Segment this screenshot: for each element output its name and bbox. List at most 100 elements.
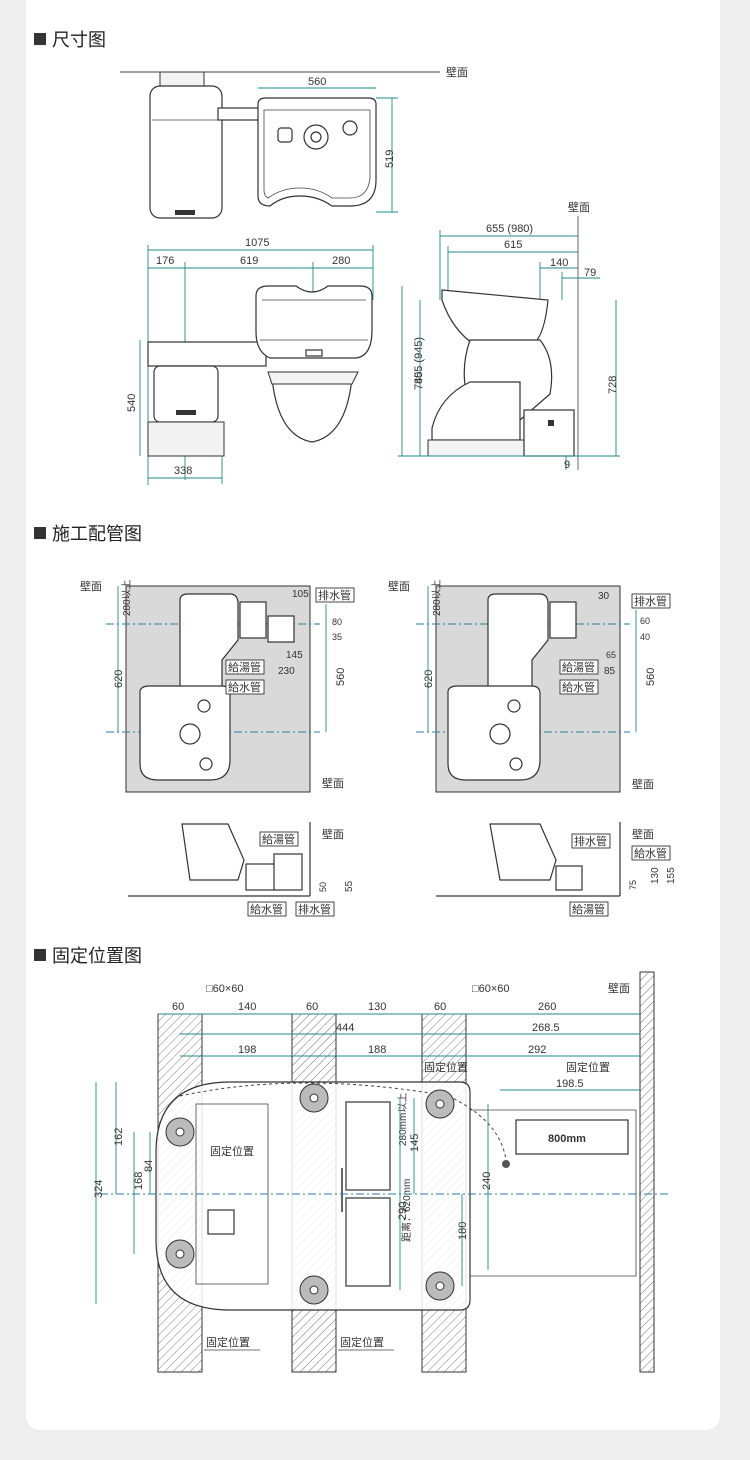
fix-label-top1: 固定位置 bbox=[424, 1060, 468, 1074]
dim-fix-162: 162 bbox=[113, 1128, 125, 1146]
dim-fix-60b: 60 bbox=[306, 1001, 318, 1013]
dim-fix-168: 168 bbox=[133, 1172, 145, 1190]
dim-75: 75 bbox=[628, 880, 638, 890]
dim-280: 280 bbox=[332, 255, 350, 267]
fix-label-bottom2: 固定位置 bbox=[340, 1335, 384, 1349]
dim-30: 30 bbox=[598, 591, 610, 602]
dim-1075: 1075 bbox=[245, 237, 269, 249]
square-label-1: □60×60 bbox=[206, 983, 244, 995]
min280-label-r: 280以上 bbox=[431, 579, 443, 616]
800mm-label: 800mm bbox=[548, 1133, 586, 1145]
wall-label-pr2: 壁面 bbox=[632, 777, 654, 791]
dim-338: 338 bbox=[174, 465, 192, 477]
dim-540: 540 bbox=[126, 394, 138, 412]
dim-fix-188: 188 bbox=[368, 1044, 386, 1056]
top-view-drawing: 壁面 560 519 bbox=[120, 65, 468, 219]
dim-fix-292: 292 bbox=[528, 1044, 546, 1056]
drain-pipe-tag-rs: 排水管 bbox=[574, 834, 607, 848]
section-title-fixing: 固定位置图 bbox=[34, 942, 142, 968]
section-title-dimensions: 尺寸图 bbox=[34, 26, 106, 52]
side-view-drawing: 壁面 655 (980) 615 140 79 805 (945) 745 72… bbox=[398, 200, 620, 471]
dim-176: 176 bbox=[156, 255, 174, 267]
dim-55: 55 bbox=[344, 880, 355, 892]
bullet-square-icon bbox=[34, 33, 46, 45]
fix-label-left-mid: 固定位置 bbox=[210, 1144, 254, 1158]
dim-85: 85 bbox=[604, 666, 616, 677]
drain-pipe-tag-r: 排水管 bbox=[634, 594, 667, 608]
dim-140: 140 bbox=[550, 257, 568, 269]
dim-655: 655 (980) bbox=[486, 223, 533, 235]
piping-plan-left: 壁面 280以上 620 排水管 105 80 35 145 230 給湯管 給… bbox=[80, 579, 355, 793]
dim-fix-198-5: 198.5 bbox=[556, 1078, 584, 1090]
dim-fix-290: 290 bbox=[397, 1202, 409, 1220]
min280-label: 280以上 bbox=[121, 579, 133, 616]
dim-155: 155 bbox=[666, 867, 677, 884]
dim-619: 619 bbox=[240, 255, 258, 267]
dim-615: 615 bbox=[504, 239, 522, 251]
wall-label-fix: 壁面 bbox=[608, 981, 630, 995]
dim-745: 745 bbox=[413, 372, 425, 390]
section-title-piping: 施工配管图 bbox=[34, 520, 142, 546]
wall-label-pl: 壁面 bbox=[80, 579, 102, 593]
wall-label-rs: 壁面 bbox=[632, 827, 654, 841]
water-pipe-tag-side: 給水管 bbox=[250, 902, 283, 916]
dim-105: 105 bbox=[292, 589, 309, 600]
dim-9: 9 bbox=[564, 459, 570, 471]
distance-label: 距离：620mm bbox=[400, 1179, 413, 1242]
water-pipe-tag-r: 給水管 bbox=[562, 680, 595, 694]
dim-230: 230 bbox=[278, 666, 295, 677]
dim-620-left: 620 bbox=[113, 670, 125, 688]
dim-fix-145: 145 bbox=[409, 1134, 421, 1152]
dim-805: 805 (945) bbox=[413, 337, 425, 384]
dim-560-left: 560 bbox=[335, 668, 347, 686]
dim-fix-180: 180 bbox=[457, 1222, 469, 1240]
bullet-square-icon bbox=[34, 527, 46, 539]
hot-pipe-tag: 給湯管 bbox=[228, 660, 261, 674]
dim-80: 80 bbox=[332, 617, 342, 627]
drain-pipe-tag: 排水管 bbox=[318, 588, 351, 602]
dim-fix-60c: 60 bbox=[434, 1001, 446, 1013]
dim-fix-260: 260 bbox=[538, 1001, 556, 1013]
dim-145: 145 bbox=[286, 650, 303, 661]
piping-side-left: 給湯管 壁面 給水管 排水管 50 55 bbox=[128, 822, 355, 917]
min280mm-label: 280mm以上 bbox=[397, 1093, 409, 1146]
dim-fix-198: 198 bbox=[238, 1044, 256, 1056]
drain-pipe-tag-side: 排水管 bbox=[298, 902, 331, 916]
dim-519: 519 bbox=[384, 150, 396, 168]
square-label-2: □60×60 bbox=[472, 983, 510, 995]
dim-620-right: 620 bbox=[423, 670, 435, 688]
wall-label-pl2: 壁面 bbox=[322, 776, 344, 790]
wall-label-side: 壁面 bbox=[568, 200, 590, 214]
dim-fix-324: 324 bbox=[93, 1180, 105, 1198]
water-pipe-tag: 給水管 bbox=[228, 680, 261, 694]
hot-pipe-tag-side: 給湯管 bbox=[262, 832, 295, 846]
dim-fix-130: 130 bbox=[368, 1001, 386, 1013]
dim-fix-240: 240 bbox=[481, 1172, 493, 1190]
wall-label-pr: 壁面 bbox=[388, 579, 410, 593]
dim-79: 79 bbox=[584, 267, 596, 279]
dim-728: 728 bbox=[607, 376, 619, 394]
dim-fix-84: 84 bbox=[143, 1160, 155, 1172]
dim-fix-444: 444 bbox=[336, 1022, 354, 1034]
dim-560-right: 560 bbox=[645, 668, 657, 686]
fix-label-bottom1: 固定位置 bbox=[206, 1335, 250, 1349]
hot-pipe-tag-r: 給湯管 bbox=[562, 660, 595, 674]
dim-65: 65 bbox=[606, 650, 616, 660]
dim-fix-60a: 60 bbox=[172, 1001, 184, 1013]
bullet-square-icon bbox=[34, 949, 46, 961]
fixing-plan: 壁面 □60×60 □60×60 60 140 60 130 60 260 44… bbox=[93, 971, 668, 1373]
hot-pipe-tag-rs: 給湯管 bbox=[572, 902, 605, 916]
dim-130: 130 bbox=[650, 867, 661, 884]
fix-label-top2: 固定位置 bbox=[566, 1060, 610, 1074]
dim-35: 35 bbox=[332, 632, 342, 642]
dim-40: 40 bbox=[640, 632, 650, 642]
wall-label-ps: 壁面 bbox=[322, 827, 344, 841]
dim-fix-268: 268.5 bbox=[532, 1022, 560, 1034]
front-view-drawing: 1075 176 619 280 540 338 bbox=[126, 237, 374, 485]
piping-plan-right: 壁面 280以上 620 排水管 30 60 40 65 85 給湯管 給水管 … bbox=[388, 579, 671, 793]
dim-560: 560 bbox=[308, 76, 326, 88]
water-pipe-tag-rs: 給水管 bbox=[634, 846, 667, 860]
dim-50: 50 bbox=[318, 882, 328, 892]
wall-label: 壁面 bbox=[446, 65, 468, 79]
